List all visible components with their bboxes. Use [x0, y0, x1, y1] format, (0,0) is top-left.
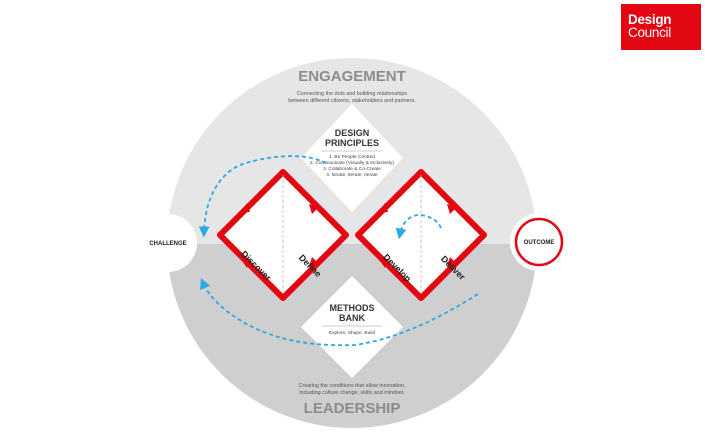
engagement-text-1: Connecting the dots and building relatio…	[297, 91, 408, 97]
challenge-circle	[139, 214, 197, 272]
engagement-title: ENGAGEMENT	[298, 68, 406, 85]
outcome-ring	[514, 217, 564, 267]
methods-bank-title-1: METHODS	[330, 303, 375, 313]
feedback-arrow-inner	[395, 214, 442, 240]
feedback-arrow-top	[198, 155, 327, 238]
outcome-label: OUTCOME	[524, 240, 555, 246]
design-principles-diamond	[301, 104, 403, 212]
diamond-arrow-8	[447, 257, 457, 267]
methods-bank-title-2: BANK	[339, 313, 365, 323]
diamond-arrow-7	[378, 258, 388, 268]
design-principles-title-2: PRINCIPLES	[325, 138, 379, 148]
outcome-circle	[510, 213, 568, 271]
design-principles-title-1: DESIGN	[335, 128, 370, 138]
engagement-text-2: between different citizens, stakeholders…	[288, 98, 416, 104]
diamond-arrow-4	[309, 257, 319, 267]
principle-3: 3. Collaborate & Co-Create	[323, 166, 381, 172]
logo-line-2: Council	[628, 25, 671, 40]
logo-line-1: Design	[628, 12, 672, 27]
feedback-arrow-bottom	[200, 278, 479, 347]
challenge-label: CHALLENGE	[149, 241, 186, 247]
leadership-title: LEADERSHIP	[304, 400, 401, 417]
diamond-arrow-1	[240, 203, 250, 213]
diamond-arrow-6	[447, 204, 457, 214]
design-council-logo: Design Council	[621, 4, 701, 50]
principle-4: 4. Iterate, Iterate, Iterate	[326, 172, 378, 178]
diamond-arrow-5	[378, 203, 388, 213]
methods-bank-subtitle: Explore, Shape, Build	[329, 330, 375, 336]
principle-1: 1. Be People Centred	[329, 154, 375, 160]
leadership-text-1: Creating the conditions that allow innov…	[299, 383, 406, 389]
leadership-text-2: including culture change, skills and min…	[299, 390, 404, 396]
methods-bank-diamond	[301, 276, 403, 378]
diamond-arrow-3	[240, 258, 250, 268]
diamond-arrow-2	[309, 204, 319, 214]
principle-2: 2. Communicate (Visually & Inclusively)	[310, 160, 394, 166]
